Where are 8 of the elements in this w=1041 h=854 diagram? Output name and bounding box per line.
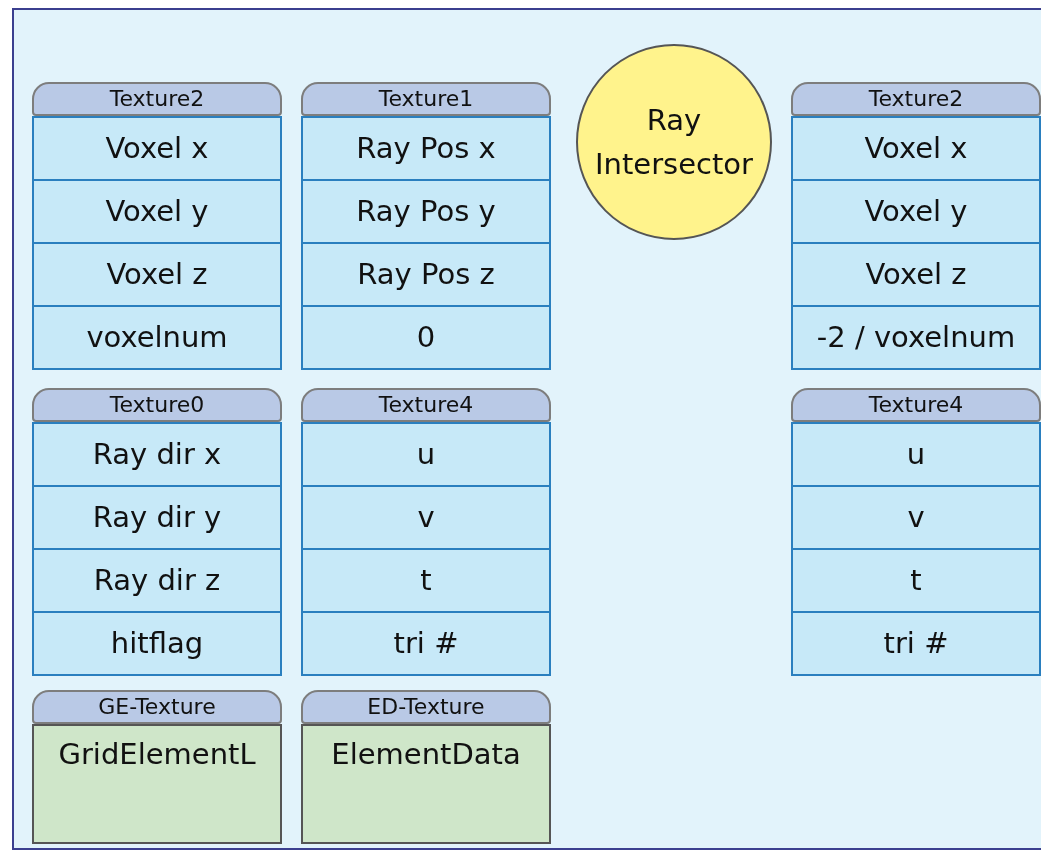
tab-label: Texture4 xyxy=(301,388,551,422)
tab-label: Texture1 xyxy=(301,82,551,116)
tab-label: GE-Texture xyxy=(32,690,282,724)
tab-label: Texture2 xyxy=(32,82,282,116)
tab-label: Texture4 xyxy=(791,388,1041,422)
tab-label: ED-Texture xyxy=(301,690,551,724)
tab-label: Texture0 xyxy=(32,388,282,422)
tab-label: Texture2 xyxy=(791,82,1041,116)
